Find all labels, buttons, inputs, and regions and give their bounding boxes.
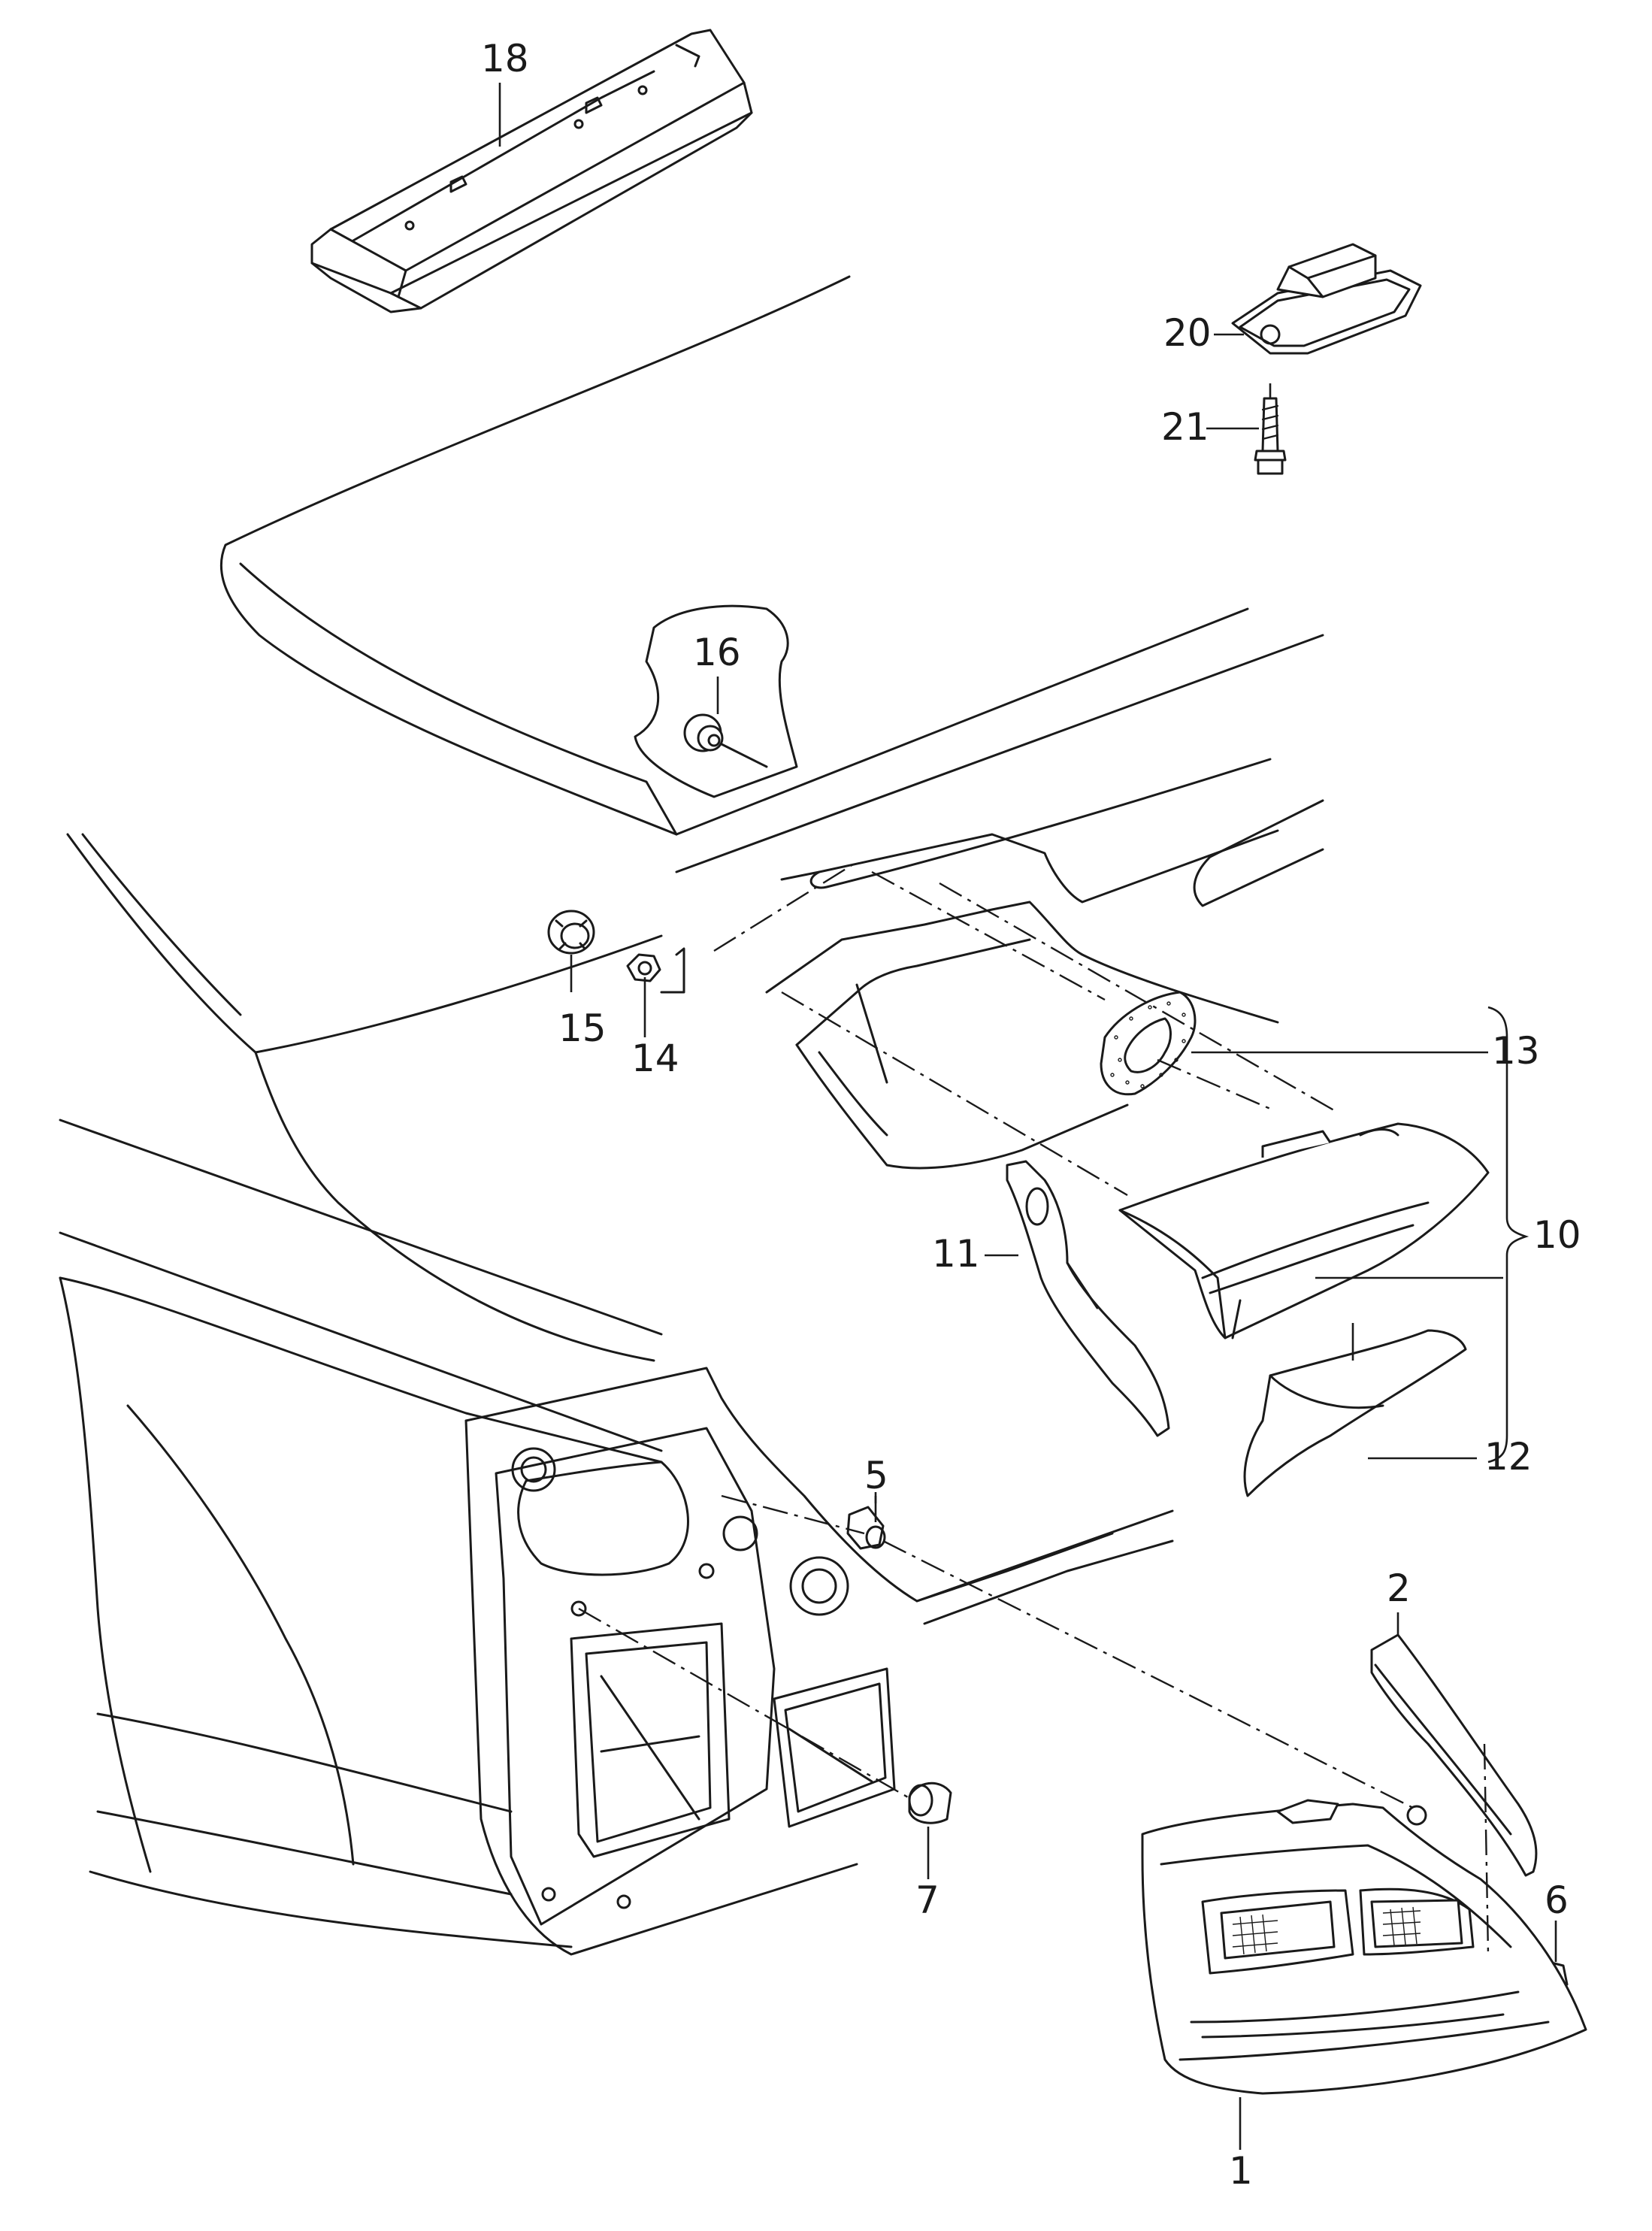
part-5-bolt — [846, 1506, 886, 1550]
part-18-high-mount-brake-light — [310, 29, 753, 313]
part-20-license-plate-light — [1231, 243, 1422, 355]
callout-10: 10 — [1533, 1213, 1581, 1257]
callout-18: 18 — [481, 37, 529, 80]
part-11-bracket — [1006, 1160, 1170, 1437]
callout-11: 11 — [932, 1232, 980, 1276]
trunk-lid-outline — [219, 275, 1324, 907]
part-2-trim-strip — [1370, 1633, 1538, 1877]
callout-2: 2 — [1387, 1567, 1411, 1610]
callout-21: 21 — [1161, 405, 1209, 449]
part-14-nut — [626, 947, 685, 994]
callout-15: 15 — [558, 1007, 607, 1050]
callout-6: 6 — [1545, 1878, 1569, 1922]
part-13-seal — [1100, 991, 1197, 1096]
part-1-tail-light — [1141, 1799, 1587, 2095]
callout-5: 5 — [864, 1454, 888, 1497]
part-15-grommet — [547, 910, 595, 955]
part-12-cover — [1243, 1329, 1467, 1497]
leader-lines — [498, 83, 1557, 2150]
alignment-lines — [578, 863, 1490, 1955]
rear-body-panel — [464, 1367, 1174, 1956]
tail-light-housing-bracket — [765, 901, 1279, 1170]
part-16-inset — [634, 604, 798, 798]
quarter-panel-outline — [59, 833, 663, 1948]
part-10-inner-tail-light — [1118, 1122, 1490, 1340]
callout-labels: 18 20 21 16 15 14 13 10 11 12 5 2 7 6 1 — [481, 37, 1581, 2193]
callout-13: 13 — [1492, 1029, 1540, 1073]
part-7-plug — [908, 1781, 952, 1824]
callout-12: 12 — [1484, 1435, 1532, 1479]
callout-16: 16 — [693, 631, 741, 674]
callout-20: 20 — [1163, 311, 1212, 355]
callout-14: 14 — [631, 1037, 679, 1080]
callout-7: 7 — [915, 1878, 939, 1922]
part-21-screw — [1254, 397, 1287, 475]
callout-1: 1 — [1229, 2149, 1253, 2193]
